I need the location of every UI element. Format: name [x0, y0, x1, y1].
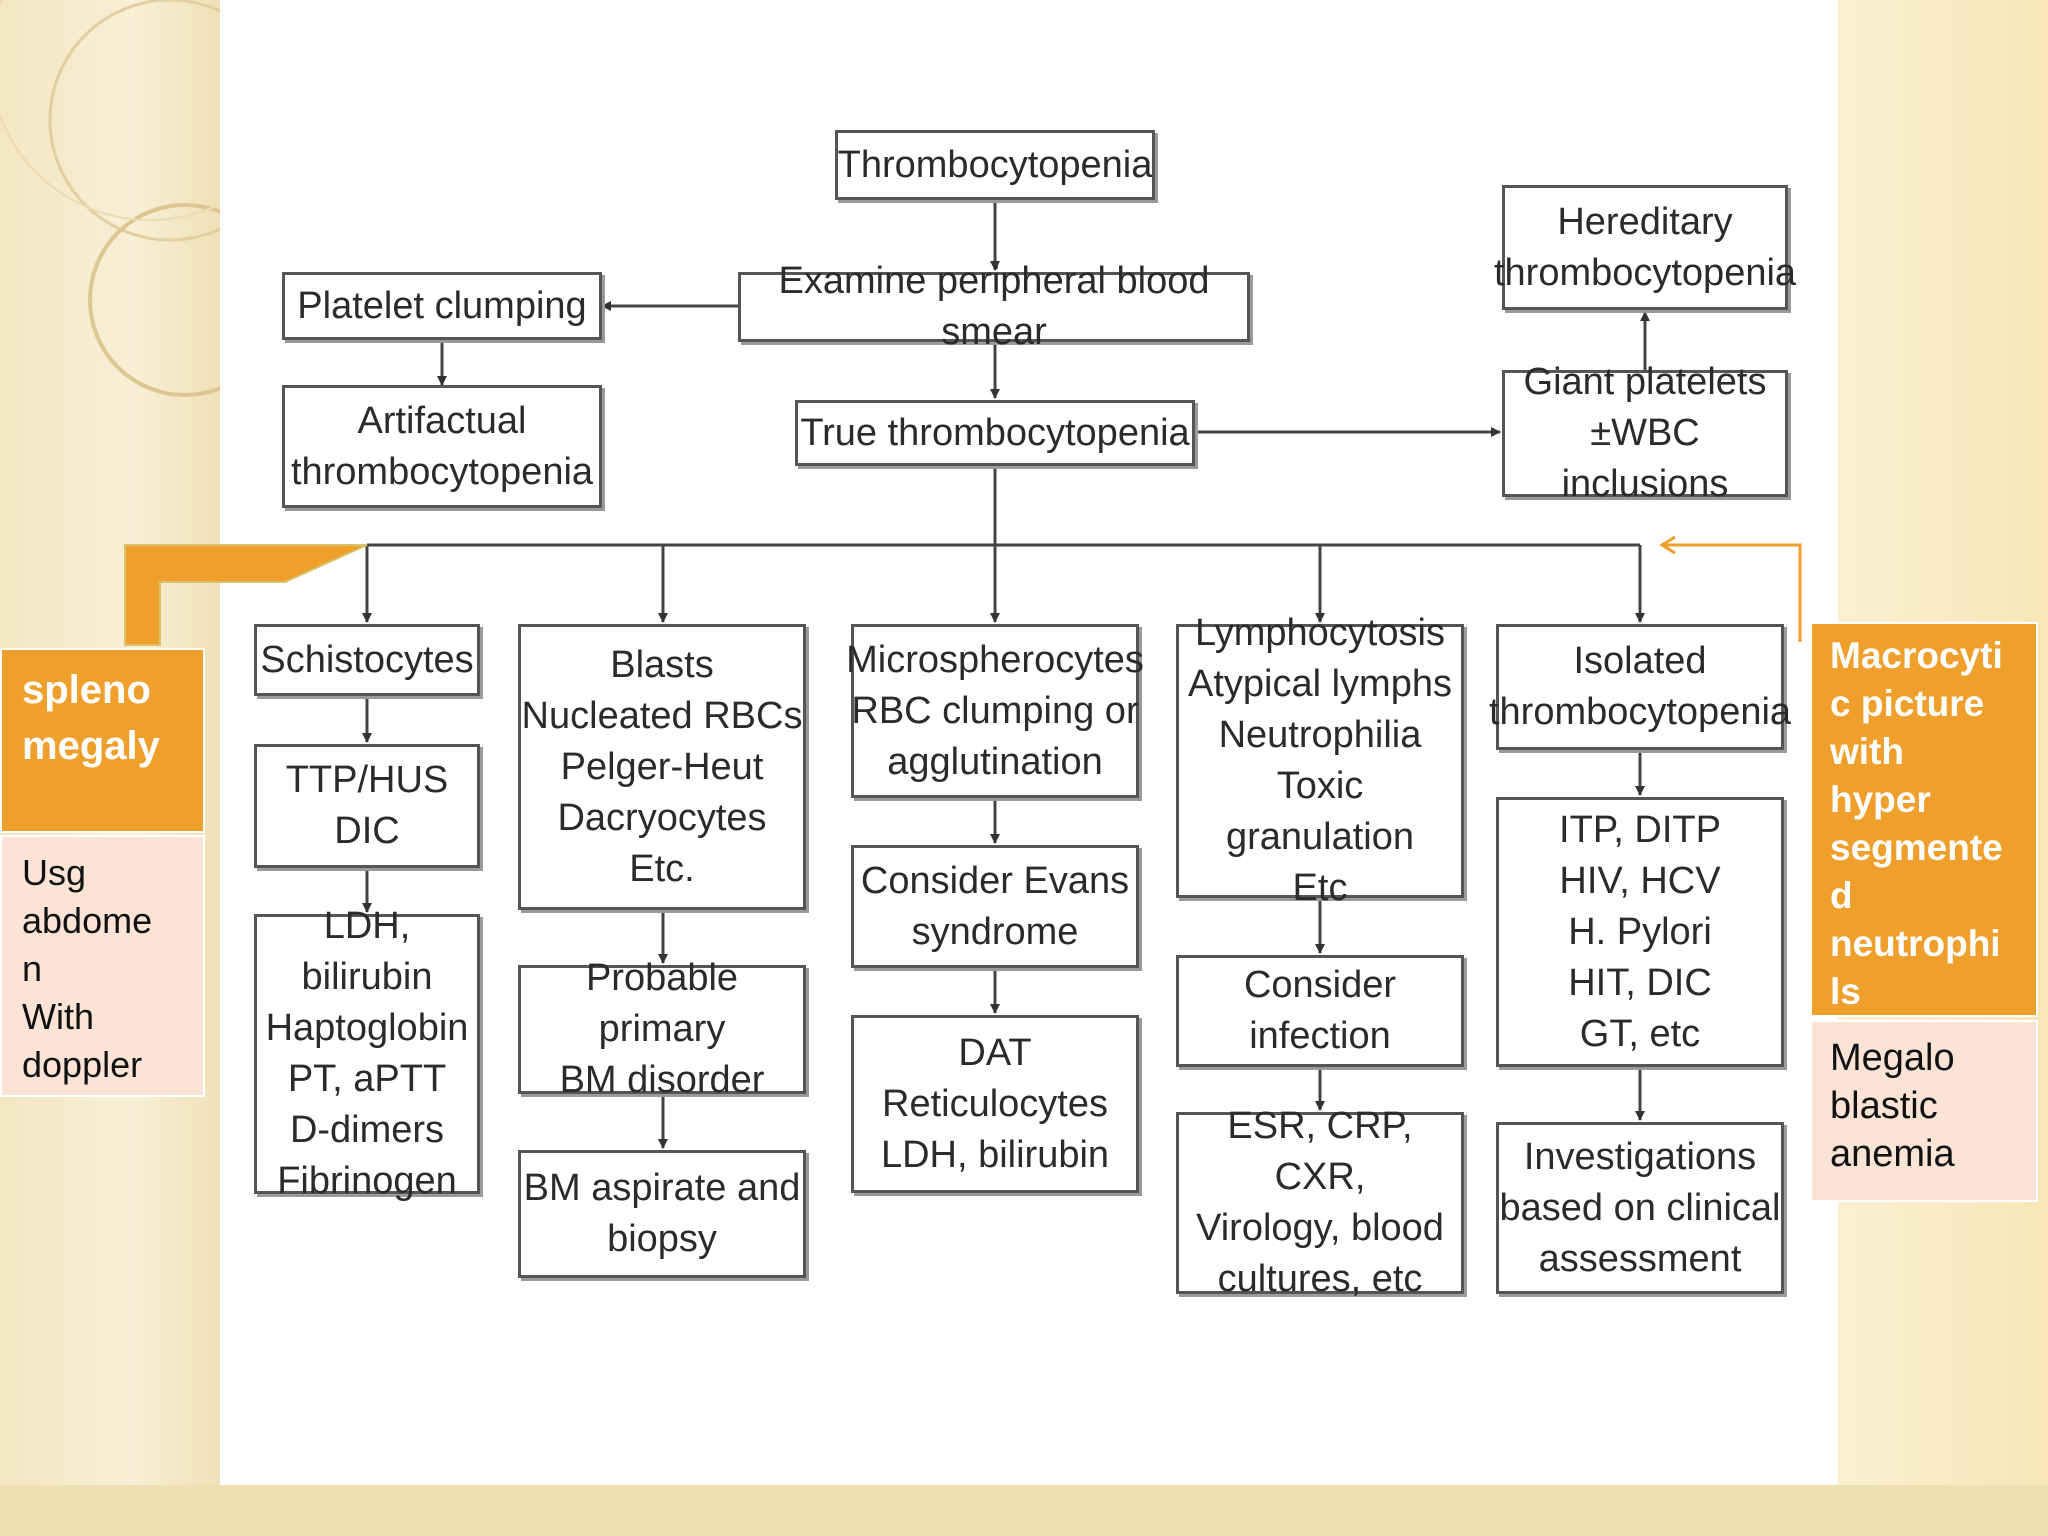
- right-callout-text: Megalo blastic anemia: [1810, 1020, 2038, 1202]
- bottom-background-strip: [0, 1485, 2048, 1536]
- node-bm-disorder: Probable primary BM disorder: [518, 957, 806, 1101]
- node-esr-crp: ESR, CRP, CXR, Virology, blood cultures,…: [1176, 1105, 1464, 1300]
- node-bm-biopsy: BM aspirate and biopsy: [518, 1150, 806, 1278]
- node-true-thrombocytopenia: True thrombocytopenia: [795, 400, 1195, 466]
- node-consider-infection: Consider infection: [1176, 955, 1464, 1067]
- decorative-rings: [0, 0, 220, 397]
- right-callout-title: Macrocyti c picture with hyper segmente …: [1810, 622, 2038, 1017]
- node-ldh-panel: LDH, bilirubin Haptoglobin PT, aPTT D-di…: [254, 905, 480, 1202]
- node-microspherocytes: Microspherocytes RBC clumping or aggluti…: [846, 624, 1144, 798]
- callout-pointers: [124, 535, 1802, 646]
- node-blasts: Blasts Nucleated RBCs Pelger-Heut Dacryo…: [518, 624, 806, 910]
- node-dat: DAT Reticulocytes LDH, bilirubin: [851, 1015, 1139, 1193]
- node-thrombocytopenia: Thrombocytopenia: [835, 130, 1155, 200]
- right-callout-arrowhead: [1659, 535, 1676, 555]
- right-callout-line: [1664, 543, 1802, 642]
- node-evans: Consider Evans syndrome: [851, 845, 1139, 968]
- node-investigations: Investigations based on clinical assessm…: [1496, 1122, 1784, 1294]
- node-hereditary: Hereditary thrombocytopenia: [1494, 185, 1796, 310]
- left-callout-title: spleno megaly: [0, 648, 205, 833]
- node-ttp-hus: TTP/HUS DIC: [254, 744, 480, 868]
- node-schistocytes: Schistocytes: [254, 624, 480, 696]
- left-callout-text: Usg abdome n With doppler: [0, 835, 205, 1097]
- node-examine-smear: Examine peripheral blood smear: [738, 260, 1250, 353]
- node-isolated: Isolated thrombocytopenia: [1489, 624, 1791, 750]
- node-itp-list: ITP, DITP HIV, HCV H. Pylori HIT, DIC GT…: [1496, 797, 1784, 1067]
- left-callout-pointer: [124, 544, 368, 646]
- node-artifactual: Artifactual thrombocytopenia: [282, 385, 602, 508]
- node-giant-platelets: Giant platelets ±WBC inclusions: [1502, 361, 1788, 505]
- node-platelet-clumping: Platelet clumping: [282, 272, 602, 340]
- node-lymphocytosis: Lymphocytosis Atypical lymphs Neutrophil…: [1176, 612, 1464, 909]
